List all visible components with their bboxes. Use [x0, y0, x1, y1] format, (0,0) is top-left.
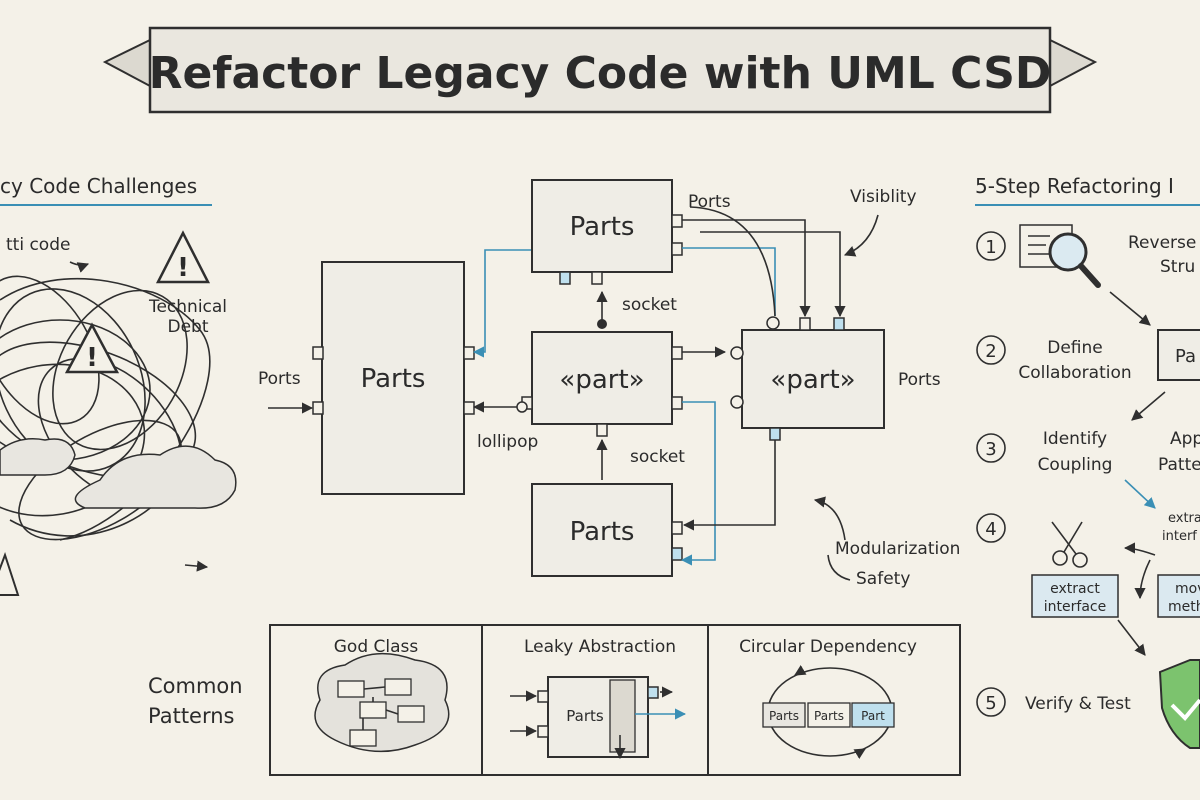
- port: [463, 401, 475, 415]
- port: [671, 242, 683, 256]
- part-box-middle-label: «part»: [559, 365, 644, 395]
- step-3-line-2: Coupling: [1038, 455, 1113, 475]
- step-4-extra-1: extra: [1168, 511, 1200, 526]
- spaghetti-label: tti code: [6, 235, 70, 255]
- part-box-bottom-label: Parts: [570, 517, 635, 547]
- safety-label: Safety: [856, 569, 910, 589]
- circular-part-a: Parts: [769, 709, 799, 723]
- step-3-right-1: App: [1170, 429, 1200, 449]
- modularization-label: Modularization: [835, 539, 960, 559]
- god-class-label: God Class: [334, 637, 419, 657]
- port: [671, 521, 683, 535]
- steps-heading: 5-Step Refactoring I: [975, 174, 1174, 198]
- part-box-bottom: [531, 483, 673, 577]
- step-2-number: 2: [985, 341, 996, 362]
- port: [596, 423, 608, 437]
- cloud-shape: [74, 445, 237, 509]
- legacy-challenges-panel: cy Code Challenges tti code ! Technical …: [0, 174, 237, 596]
- part-box-right: [741, 329, 885, 429]
- visibility-label: Visiblity: [850, 187, 917, 207]
- debt-label-2: Debt: [167, 317, 208, 337]
- shield-check-icon: [1158, 659, 1200, 749]
- composite-structure-diagram: Parts Ports Parts Ports «part» Parts «pa…: [258, 179, 960, 589]
- circular-part-b: Parts: [814, 709, 844, 723]
- patterns-heading-1: Common: [148, 674, 243, 698]
- part-box-main: [321, 261, 465, 495]
- scissors-icon: [1051, 521, 1088, 568]
- svg-text:!: !: [86, 343, 98, 373]
- port: [591, 271, 603, 285]
- step-4-box2-line-1: mov: [1175, 581, 1200, 597]
- port: [671, 547, 683, 561]
- refactoring-steps-panel: 5-Step Refactoring I 1 Reverse Stru 2 De…: [975, 174, 1200, 749]
- svg-text:!: !: [177, 253, 189, 283]
- port: [671, 214, 683, 228]
- part-box-right-label: «part»: [770, 365, 855, 395]
- ports-label-right: Ports: [898, 370, 941, 390]
- step-4-extra-2: interf: [1162, 529, 1197, 544]
- lollipop-icon: [730, 346, 744, 360]
- step-4-number: 4: [985, 519, 996, 540]
- port: [671, 396, 683, 410]
- warning-icon: !: [155, 230, 211, 284]
- socket-label-top: socket: [622, 295, 677, 315]
- port: [769, 427, 781, 441]
- step-2-line-2: Collaboration: [1018, 363, 1131, 383]
- step-4-box1-line-2: interface: [1044, 599, 1106, 615]
- step-2-box: Pa: [1175, 346, 1196, 367]
- port: [671, 346, 683, 360]
- step-4-box1-line-1: extract: [1050, 581, 1100, 597]
- part-box-top-label: Parts: [570, 212, 635, 242]
- port: [799, 317, 811, 331]
- step-4-box2-line-2: meth: [1168, 599, 1200, 615]
- part-box-top: [531, 179, 673, 273]
- port: [463, 346, 475, 360]
- part-box-main-label: Parts: [361, 364, 426, 394]
- socket-label-bottom: socket: [630, 447, 685, 467]
- patterns-heading-2: Patterns: [148, 704, 235, 728]
- step-3-line-1: Identify: [1043, 429, 1107, 449]
- port: [559, 271, 571, 285]
- step-1-number: 1: [985, 237, 996, 258]
- step-2-line-1: Define: [1047, 338, 1103, 358]
- step-3-number: 3: [985, 439, 996, 460]
- title-banner: Refactor Legacy Code with UML CSD: [102, 26, 1098, 114]
- circular-dependency-label: Circular Dependency: [739, 637, 917, 657]
- port: [312, 346, 324, 360]
- step-1-line-2: Stru: [1160, 257, 1195, 277]
- step-5-number: 5: [985, 693, 996, 714]
- lollipop-icon: [766, 316, 780, 330]
- lollipop-icon: [730, 395, 744, 409]
- leaky-abstraction-label: Leaky Abstraction: [524, 637, 676, 657]
- ports-label-left: Ports: [258, 369, 301, 389]
- common-patterns-panel: Common Patterns God Class Leaky Abstract…: [148, 624, 961, 776]
- step-5-label: Verify & Test: [1025, 694, 1131, 714]
- debt-label-1: Technical: [148, 297, 227, 317]
- leaky-part-label: Parts: [566, 707, 604, 725]
- circular-part-c: Part: [861, 709, 885, 723]
- port: [312, 401, 324, 415]
- warning-icon: !: [64, 322, 120, 374]
- step-3-right-2: Patte: [1158, 455, 1200, 475]
- port: [833, 317, 845, 331]
- step-1-line-1: Reverse: [1128, 233, 1196, 253]
- warning-icon: [0, 551, 20, 596]
- legacy-heading: cy Code Challenges: [0, 174, 197, 198]
- page-title: Refactor Legacy Code with UML CSD: [149, 48, 1052, 99]
- lollipop-label: lollipop: [477, 432, 538, 452]
- magnifier-icon: [1048, 232, 1101, 288]
- part-box-middle: [531, 331, 673, 425]
